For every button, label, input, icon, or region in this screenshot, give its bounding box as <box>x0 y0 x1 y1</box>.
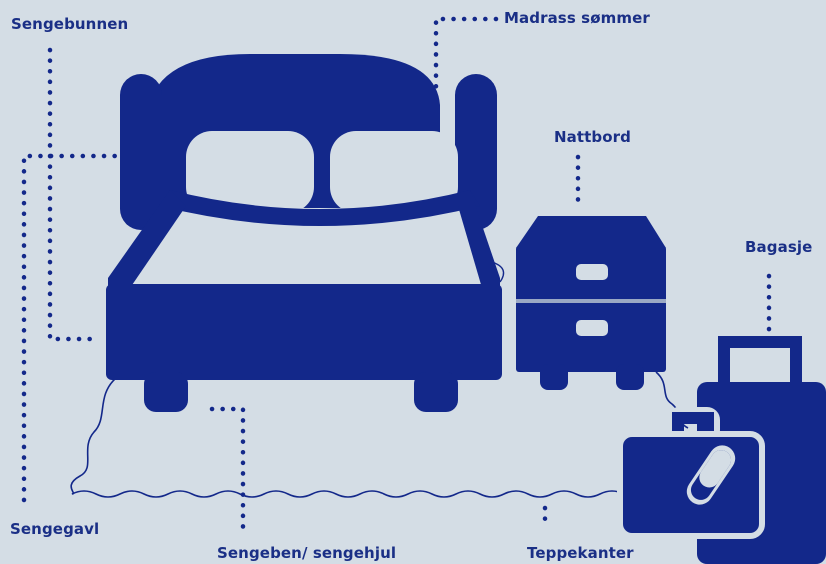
label-sengeben-sengehjul: Sengeben/ sengehjul <box>217 544 396 562</box>
label-nattbord: Nattbord <box>554 128 631 146</box>
label-bagasje: Bagasje <box>745 238 812 256</box>
leader-sengebunnen <box>50 50 100 339</box>
label-sengebunnen: Sengebunnen <box>11 15 128 33</box>
label-madrass-sommer: Madrass sømmer <box>504 9 650 27</box>
nightstand-icon <box>516 216 666 390</box>
leader-sengeben <box>212 409 243 532</box>
label-teppekanter: Teppekanter <box>527 544 634 562</box>
label-sengegavl: Sengegavl <box>10 520 99 538</box>
bed-icon <box>106 54 502 412</box>
leader-headboard <box>24 156 120 500</box>
